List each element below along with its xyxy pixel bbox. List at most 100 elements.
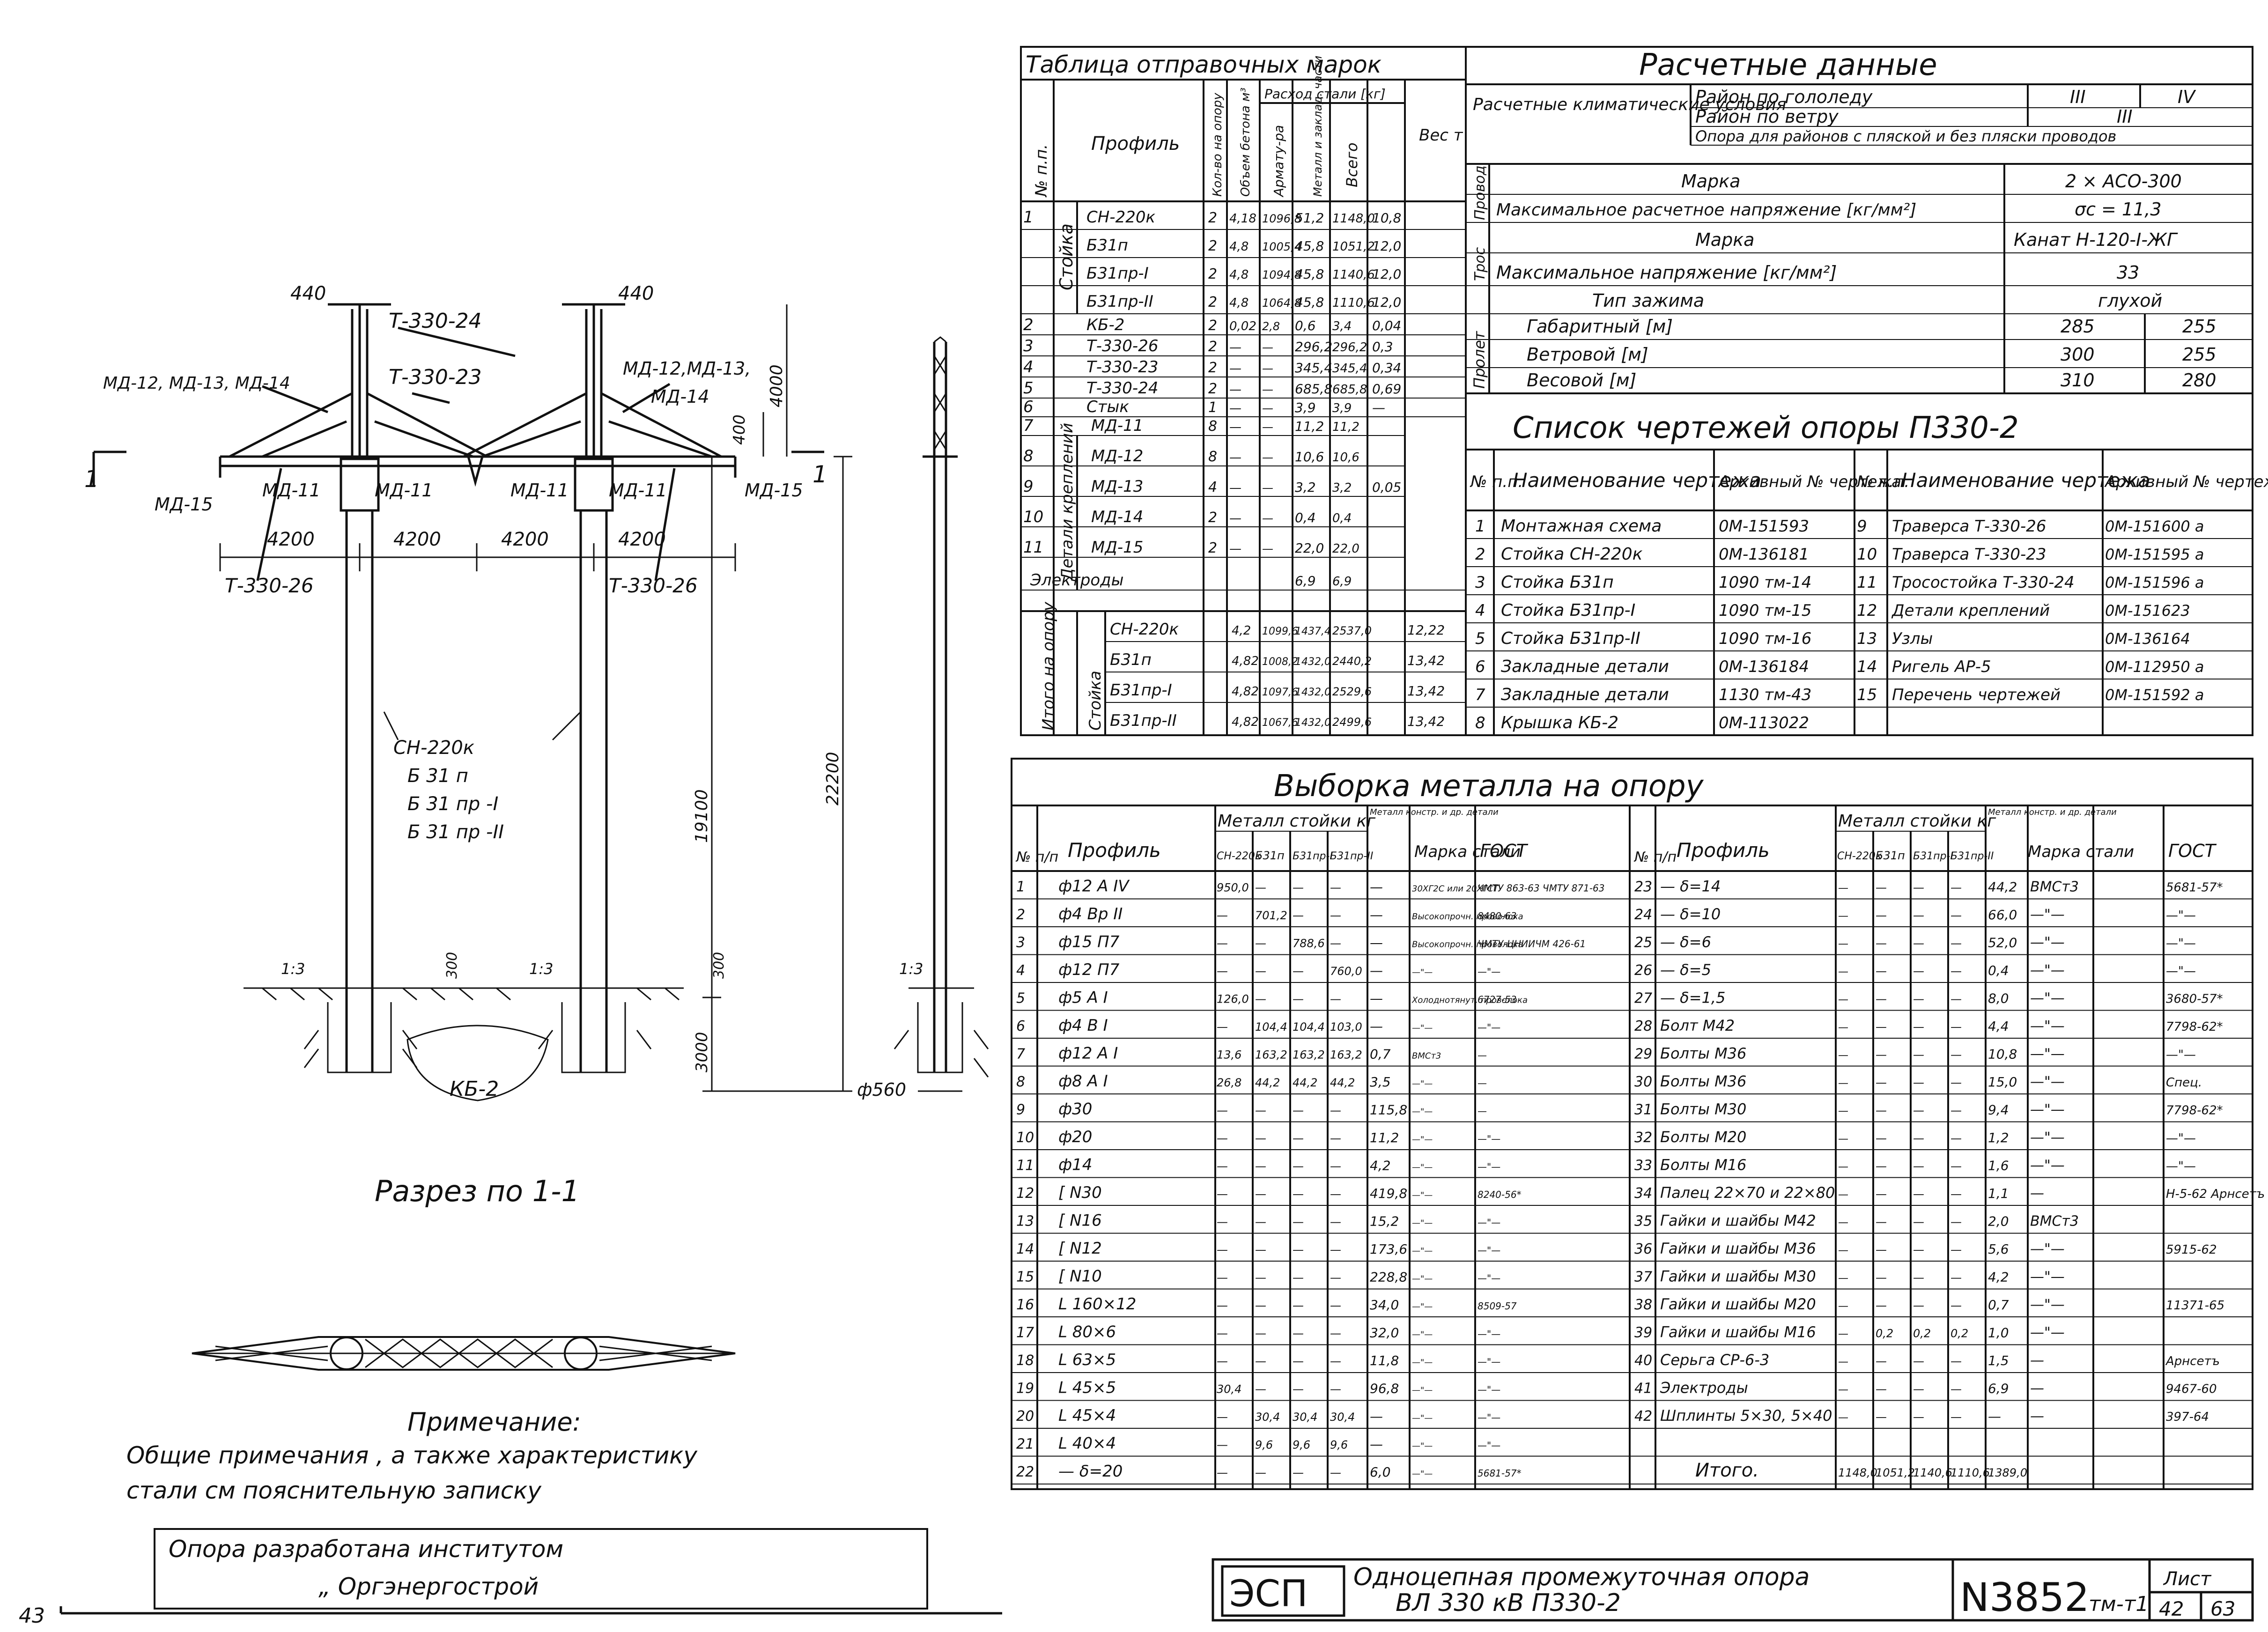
svg-text:280: 280 <box>2182 370 2216 391</box>
metal-total-label: Итого. <box>1695 1460 1759 1481</box>
calc-data-text: Расчетные данные Расчетные климатические… <box>1470 48 2216 391</box>
metal-left-1-col-7: Высокопрочн. проволока <box>1412 912 1523 922</box>
metal-left-14-col-3: — <box>1255 1271 1266 1285</box>
metal-left-5-col-5: 103,0 <box>1330 1020 1362 1034</box>
metal-right-13-col-8: 5915-62 <box>2166 1243 2217 1257</box>
metal-right-4-col-0: 27 <box>1634 990 1652 1007</box>
shipping-row-5-col-3: — <box>1229 340 1241 354</box>
metal-left-11-col-4: — <box>1293 1188 1304 1201</box>
metal-left-1-col-2: — <box>1217 909 1228 922</box>
metal-left-4-col-6: — <box>1370 991 1383 1006</box>
drawing-list-num: 5 <box>1475 629 1485 648</box>
shipping-row-6-col-2: 2 <box>1208 360 1217 376</box>
svg-text:440: 440 <box>618 283 654 304</box>
shipping-total-2-col-0: Б31пр-I <box>1110 681 1172 700</box>
metal-left-9-col-6: 11,2 <box>1370 1130 1399 1145</box>
metal-right-10-col-0: 33 <box>1634 1158 1652 1174</box>
metal-left-2-col-8: ЧМТУ-ЦНИИЧМ 426-61 <box>1478 938 1586 950</box>
metal-right-18-col-5: — <box>1950 1383 1962 1396</box>
metal-right-8-col-7: —"— <box>2030 1102 2065 1118</box>
metal-right-12-col-1: Гайки и шайбы М42 <box>1660 1212 1816 1230</box>
svg-text:Объем бетона м³: Объем бетона м³ <box>1239 88 1253 197</box>
drawing-list-num: 1 <box>1475 517 1485 536</box>
metal-left-20-col-4: 9,6 <box>1293 1439 1310 1452</box>
shipping-row-8-col-4: — <box>1262 402 1273 415</box>
metal-right-19-col-8: 397-64 <box>2166 1410 2209 1424</box>
svg-text:№ п.п.: № п.п. <box>1470 473 1523 491</box>
shipping-row-8-col-5: 3,9 <box>1295 400 1316 415</box>
metal-right-3-col-1: — δ=5 <box>1660 961 1711 979</box>
label-t330-24: Т-330-24 <box>389 309 482 333</box>
shipping-row-13-col-2: 2 <box>1208 540 1217 556</box>
svg-text:Детали креплений: Детали креплений <box>1058 423 1077 582</box>
metal-right-10-col-3: — <box>1876 1160 1887 1173</box>
shipping-row-5-col-5: 296,2 <box>1295 339 1332 354</box>
metal-right-14-col-2: — <box>1838 1273 1848 1285</box>
metal-right-10-col-1: Болты М16 <box>1660 1156 1746 1174</box>
metal-left-7-col-4: 44,2 <box>1293 1076 1317 1089</box>
shipping-total-3-col-5: 13,42 <box>1407 714 1445 729</box>
metal-left-14-col-2: — <box>1217 1271 1228 1285</box>
svg-text:Тип зажима: Тип зажима <box>1592 290 1704 311</box>
metal-right-12-col-4: — <box>1913 1216 1924 1229</box>
metal-left-3-col-1: ф12 П7 <box>1058 960 1120 979</box>
shipping-row-12-col-5: 0,4 <box>1295 510 1316 525</box>
shipping-row-2-col-5: 45,8 <box>1295 266 1324 282</box>
metal-right-7-col-8: Спец. <box>2166 1076 2202 1090</box>
svg-text:63: 63 <box>2210 1597 2235 1620</box>
svg-text:Максимальное расчетное напряже: Максимальное расчетное напряжение [кг/мм… <box>1496 200 1916 220</box>
metal-right-14-col-7: —"— <box>2030 1269 2065 1285</box>
drawing-list-name: Закладные детали <box>1501 685 1669 704</box>
shipping-row-10-col-2: 8 <box>1208 449 1217 465</box>
drawing-list-name: Монтажная схема <box>1501 517 1662 536</box>
elevation-labels: 43 440 440 Т-330-24 Т-330-23 МД-12, МД-1… <box>19 283 923 1628</box>
svg-text:МД-11: МД-11 <box>510 480 569 501</box>
metal-right-14-col-5: — <box>1950 1271 1962 1285</box>
svg-text:1:3: 1:3 <box>899 960 923 978</box>
metal-right-1-col-2: — <box>1838 910 1848 922</box>
metal-right-10-col-6: 1,6 <box>1988 1158 2009 1174</box>
shipping-total-1-col-1: 4,82 <box>1232 654 1259 668</box>
metal-right-19-col-5: — <box>1950 1410 1962 1424</box>
shipping-row-10-col-3: — <box>1229 450 1241 465</box>
metal-left-9-col-3: — <box>1255 1132 1266 1145</box>
metal-right-18-col-7: — <box>2030 1381 2044 1397</box>
drawing-list-archive: 0М-113022 <box>1719 714 1809 732</box>
metal-left-6-col-3: 163,2 <box>1255 1049 1287 1062</box>
metal-left-3-col-2: — <box>1217 965 1228 978</box>
shipping-row-2-col-4: 1094,8 <box>1262 268 1301 281</box>
metal-left-16-col-1: L 80×6 <box>1058 1323 1116 1342</box>
metal-right-8-col-4: — <box>1913 1104 1924 1117</box>
drawing-title-2: ВЛ 330 кВ П330-2 <box>1396 1589 1621 1617</box>
metal-left-0-col-4: — <box>1293 881 1304 894</box>
metal-left-13-col-2: — <box>1217 1243 1228 1256</box>
drawing-list-name: Стойка Б31пр-II <box>1501 629 1640 648</box>
metal-right-0-col-4: — <box>1913 881 1924 894</box>
svg-text:МД-11: МД-11 <box>262 480 321 501</box>
metal-left-19-col-4: 30,4 <box>1293 1410 1317 1424</box>
svg-text:Расчетные климатические услови: Расчетные климатические условия <box>1473 95 1787 114</box>
metal-left-20-col-8: —"— <box>1478 1440 1500 1451</box>
shipping-total-1-col-3: 1432,0 <box>1295 656 1331 668</box>
metal-left-18-col-6: 96,8 <box>1370 1381 1399 1396</box>
drawings-list-table <box>1465 392 2253 736</box>
metal-right-3-col-0: 26 <box>1634 962 1652 979</box>
metal-right-4-col-2: — <box>1838 994 1848 1006</box>
metal-left-14-col-8: —"— <box>1478 1273 1500 1284</box>
svg-text:Район по ветру: Район по ветру <box>1695 106 1839 127</box>
metal-right-15-col-6: 0,7 <box>1988 1297 2009 1313</box>
metal-right-2-col-4: — <box>1913 937 1924 950</box>
shipping-row-1-col-3: 4,8 <box>1229 240 1249 254</box>
shipping-total-0-col-2: 1099,6 <box>1262 626 1298 637</box>
drawing-list-archive: 0М-151600 а <box>2105 517 2204 535</box>
drawing-list-num: 12 <box>1857 601 1877 620</box>
drawing-list-num: 8 <box>1475 714 1485 732</box>
metal-left-4-col-3: — <box>1255 993 1266 1006</box>
drawing-list-archive: 0М-136184 <box>1719 657 1809 676</box>
metal-left-17-col-2: — <box>1217 1355 1228 1368</box>
metal-left-10-col-6: 4,2 <box>1370 1158 1391 1174</box>
metal-right-3-col-5: — <box>1950 965 1962 978</box>
shipping-row-0-col-2: 2 <box>1208 210 1217 226</box>
metal-left-10-col-7: —"— <box>1412 1163 1433 1173</box>
